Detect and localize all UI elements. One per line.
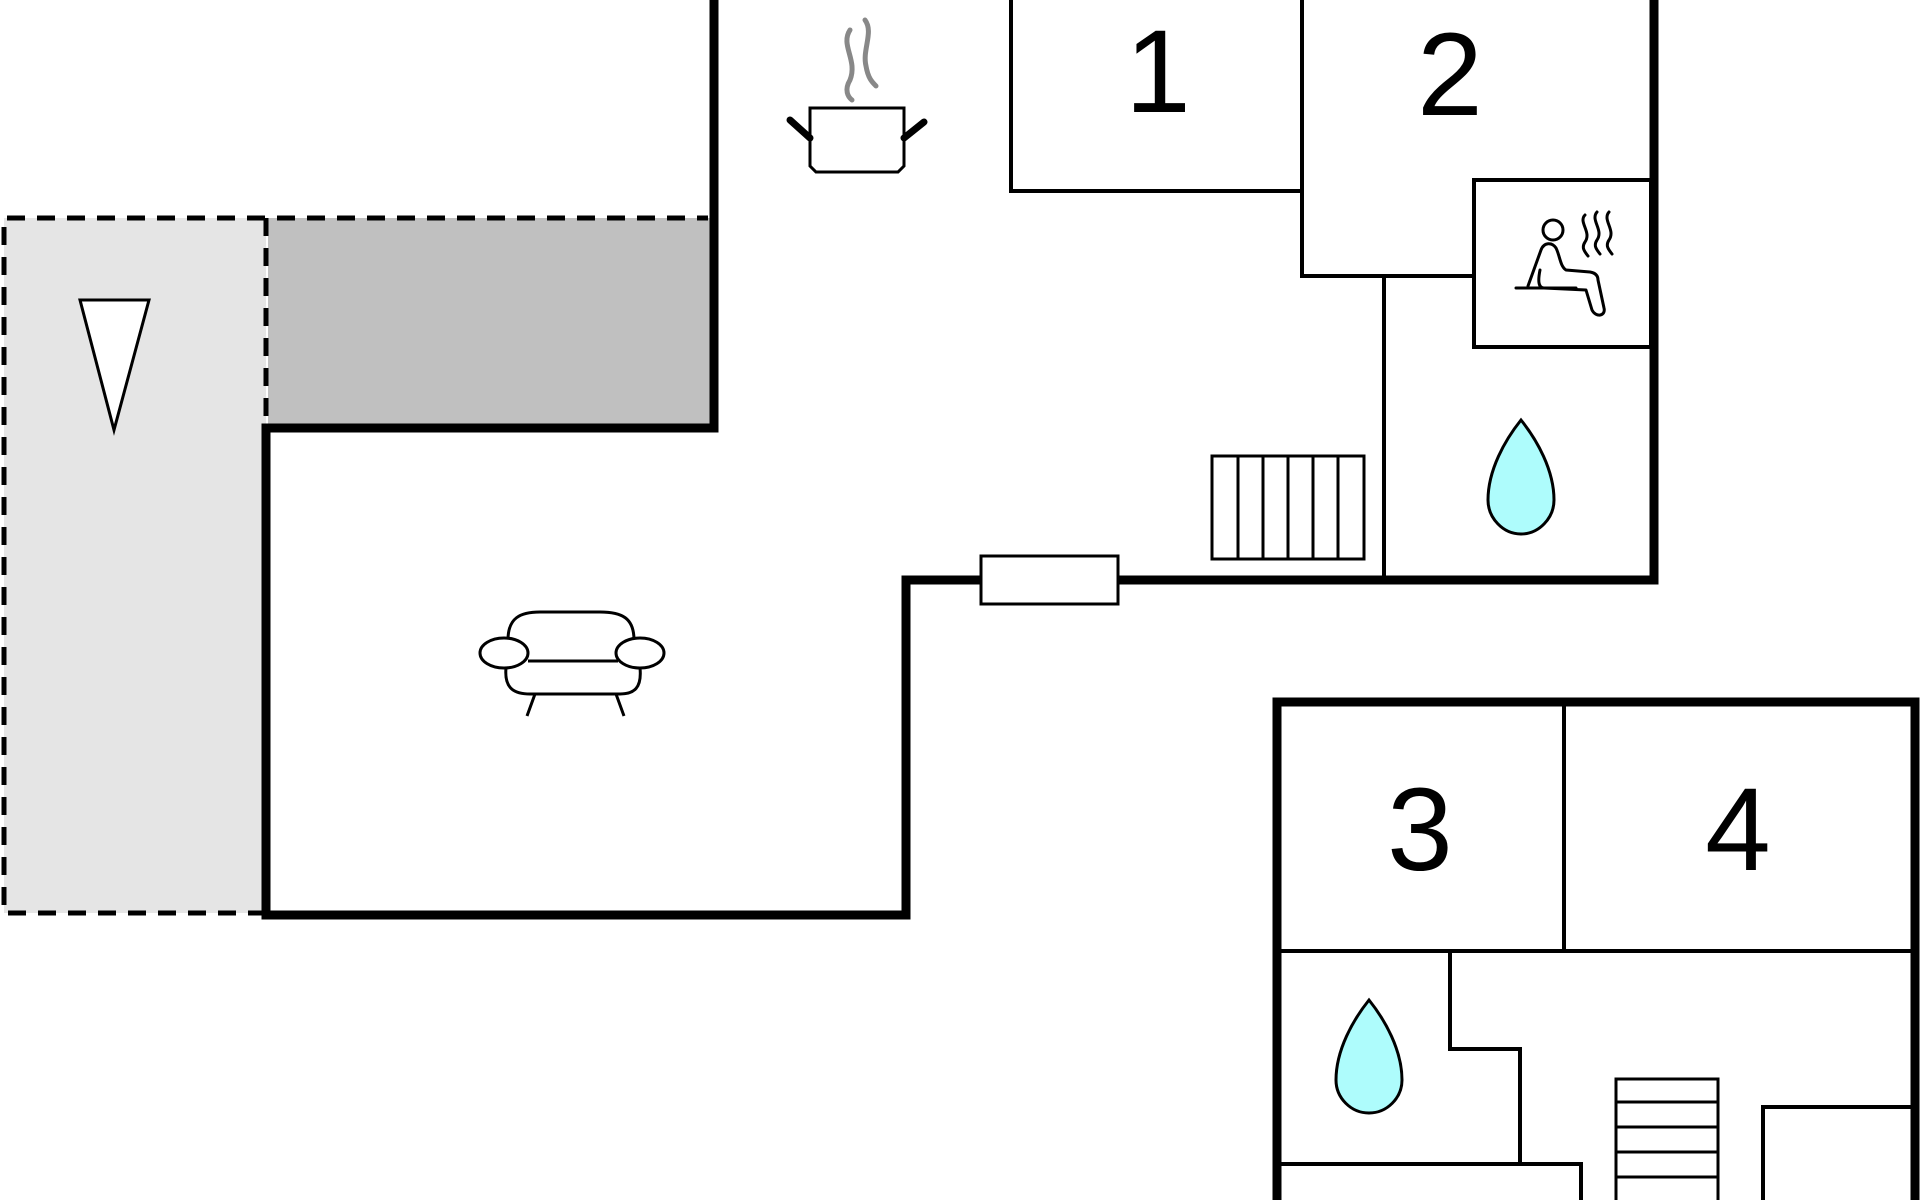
room-number-4: 4 — [1705, 764, 1771, 896]
bedroom-2-wall — [1300, 0, 1474, 278]
sauna-icon — [1514, 210, 1614, 317]
room-number-3: 3 — [1387, 764, 1453, 896]
water-drop-icon — [1486, 417, 1556, 536]
north-arrow-icon — [78, 298, 151, 436]
window-icon — [979, 554, 1120, 606]
bathroom-lower-wall — [1448, 951, 1583, 1200]
closet-wall — [1761, 1105, 1912, 1200]
outer-wall — [261, 0, 981, 920]
cooking-pot-icon — [786, 17, 928, 174]
covered-area — [268, 218, 714, 427]
water-drop-icon — [1334, 997, 1404, 1115]
terrace-outline — [1, 215, 708, 916]
room-number-1: 1 — [1125, 6, 1191, 138]
stairs-icon — [1614, 1077, 1720, 1200]
sofa-icon — [478, 610, 666, 717]
terrace-area — [4, 218, 266, 913]
stairs-icon — [1210, 454, 1366, 561]
bedroom-1-wall — [1009, 0, 1301, 193]
room-number-2: 2 — [1417, 9, 1483, 141]
outer-wall — [1118, 0, 1659, 585]
